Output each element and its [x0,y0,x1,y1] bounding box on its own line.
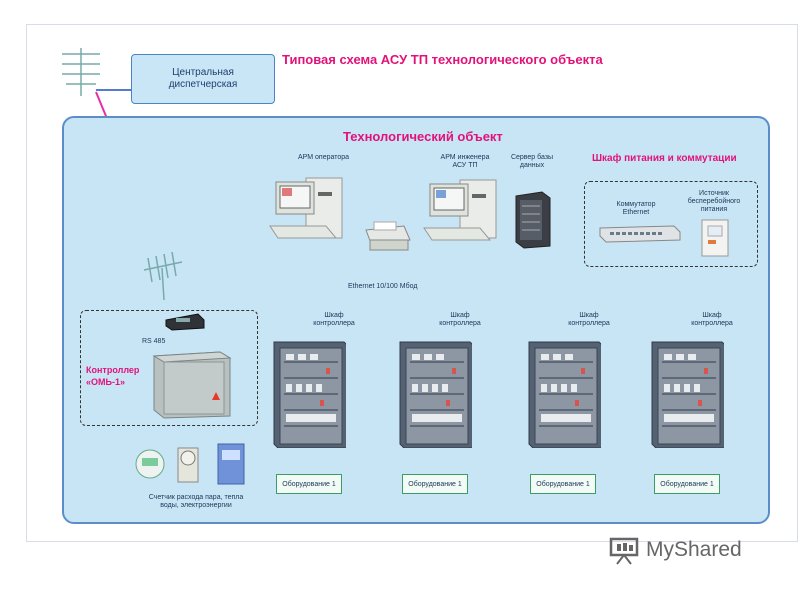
switch-label: Коммутатор Ethernet [606,201,666,217]
controller-cabinet-icon [399,341,472,448]
db-line2: данных [519,162,545,169]
object-title: Технологический объект [343,129,503,144]
meters-line2: воды, электроэнергии [160,502,232,509]
cabinet-label-line1: Шкаф [579,312,599,319]
cabinet-label-line2: контроллера [568,320,610,327]
cabinet-label-line1: Шкаф [324,312,344,319]
radio-modem-icon [165,313,205,331]
rs485-label: RS 485 [142,338,166,345]
dispatch-line2: диспетчерская [168,79,238,90]
ups-line3: питания [700,206,728,213]
operator-workstation-icon [269,177,343,239]
ethernet-switch-icon [599,225,681,243]
db-server-icon [515,191,551,249]
presentation-icon [609,537,639,565]
controller-omb1-icon [152,351,232,419]
engineer-label: АРМ инженера АСУ ТП [432,154,498,170]
controller-name: Контроллер «ОМЬ-1» [86,364,158,388]
db-server-label: Сервер базы данных [506,154,558,170]
equipment-box: Оборудование 1 [402,474,468,494]
equipment-box: Оборудование 1 [276,474,342,494]
equipment-box: Оборудование 1 [654,474,720,494]
switch-line2: Ethernet [622,209,650,216]
antenna-icon [62,48,100,96]
cabinet-label-line2: контроллера [439,320,481,327]
power-cabinet-title: Шкаф питания и коммутации [592,153,737,164]
meters-label: Счетчик расхода пара, тепла воды, электр… [134,494,258,510]
controller-cabinet-icon [273,341,346,448]
cabinet-label-line1: Шкаф [702,312,722,319]
controller-name-line1: Контроллер [86,365,140,375]
ups-line2: бесперебойного [687,198,741,205]
equipment-box: Оборудование 1 [530,474,596,494]
engineer-line1: АРМ инженера [440,154,490,161]
db-line1: Сервер базы [510,154,554,161]
watermark-text: MyShared [646,538,742,561]
controller-frame [80,310,258,426]
engineer-workstation-icon [423,179,497,241]
power-cabinet-frame [584,181,758,267]
meters-line1: Счетчик расхода пара, тепла [148,494,244,501]
cabinet-label-line1: Шкаф [450,312,470,319]
cabinet-label-line2: контроллера [691,320,733,327]
dispatch-line1: Центральная [172,67,234,78]
ups-label: Источник бесперебойного питания [678,190,750,214]
controller-cabinet-icon [651,341,724,448]
engineer-line2: АСУ ТП [452,162,478,169]
operator-label: АРМ оператора [298,154,350,161]
controller-cabinet-icon [528,341,601,448]
printer-icon [365,221,411,251]
cabinet-label-line2: контроллера [313,320,355,327]
central-dispatch-box: Центральная диспетчерская [131,54,275,104]
switch-line1: Коммутатор [616,201,656,208]
meters-icons [135,443,245,485]
ups-icon [701,219,729,257]
ups-line1: Источник [699,190,729,197]
controller-name-line2: «ОМЬ-1» [86,377,125,387]
controller-antenna-icon [143,252,183,300]
ethernet-label: Ethernet 10/100 Мбод [348,283,418,290]
page-title: Типовая схема АСУ ТП технологического об… [282,52,603,67]
watermark: MyShared [608,535,742,565]
